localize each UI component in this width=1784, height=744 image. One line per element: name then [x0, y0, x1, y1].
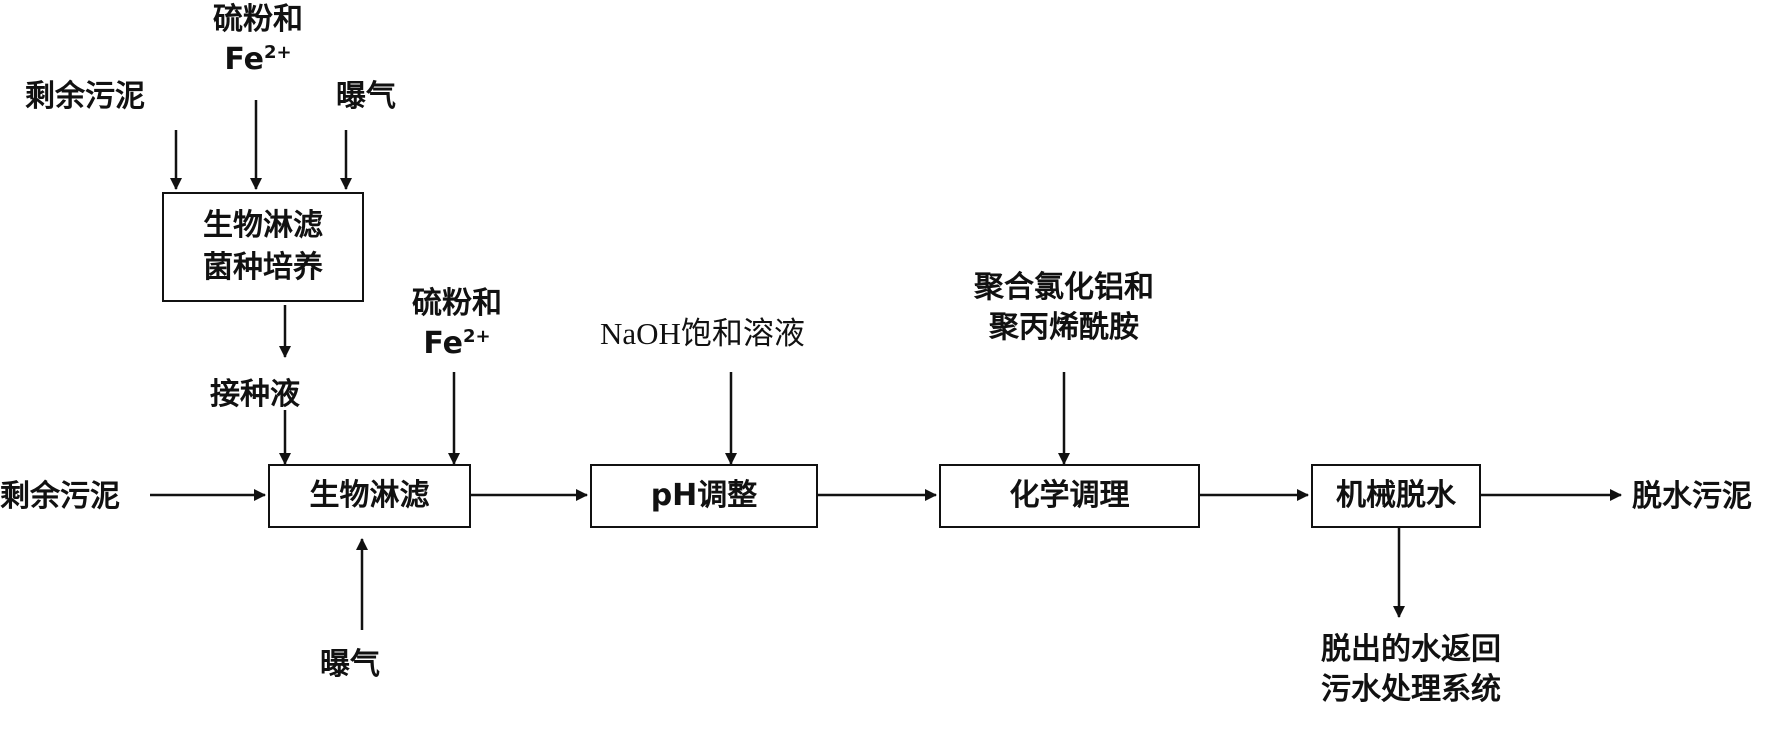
- sulfur-fe-mid-label: 硫粉和 Fe2+: [392, 284, 522, 364]
- aeration-bottom-label: 曝气: [320, 647, 380, 682]
- bioleach-box-label: 生物淋滤: [309, 478, 430, 513]
- sulfur-fe-top-sup: 2+: [264, 42, 292, 63]
- bioleach-box: 生物淋滤: [268, 464, 471, 528]
- sulfur-fe-top-line1: 硫粉和: [213, 2, 303, 37]
- culture-box-line1: 生物淋滤: [203, 208, 323, 243]
- culture-box-line2: 菌种培养: [203, 250, 323, 285]
- sulfur-fe-mid-line2: Fe2+: [392, 324, 522, 364]
- ph-adjust-box: pH调整: [590, 464, 818, 528]
- inoculum-label: 接种液: [210, 377, 300, 412]
- sulfur-fe-top-line2: Fe2+: [193, 40, 323, 80]
- sulfur-fe-top-label: 硫粉和 Fe2+: [193, 0, 323, 80]
- mech-dewater-box-label: 机械脱水: [1336, 478, 1456, 513]
- naoh-label: NaOH饱和溶液: [600, 316, 805, 351]
- coagulant-label: 聚合氯化铝和 聚丙烯酰胺: [948, 268, 1180, 348]
- chem-cond-box-label: 化学调理: [1009, 478, 1130, 513]
- sludge-main-label: 剩余污泥: [0, 479, 120, 514]
- sulfur-fe-mid-base: Fe: [423, 326, 463, 361]
- chem-cond-box: 化学调理: [939, 464, 1200, 528]
- sulfur-fe-mid-sup: 2+: [463, 326, 491, 347]
- return-water-line2: 污水处理系统: [1321, 672, 1501, 707]
- return-water-label: 脱出的水返回 污水处理系统: [1296, 630, 1526, 710]
- return-water-line1: 脱出的水返回: [1321, 632, 1501, 667]
- sulfur-fe-mid-line1: 硫粉和: [412, 286, 502, 321]
- aeration-top-label: 曝气: [336, 79, 396, 114]
- sludge-top-label: 剩余污泥: [25, 79, 145, 114]
- ph-adjust-box-label: pH调整: [650, 478, 758, 513]
- coagulant-line2: 聚丙烯酰胺: [989, 310, 1139, 345]
- dewatered-sludge-label: 脱水污泥: [1632, 479, 1752, 514]
- mech-dewater-box: 机械脱水: [1311, 464, 1481, 528]
- coagulant-line1: 聚合氯化铝和: [974, 270, 1154, 305]
- culture-box: 生物淋滤 菌种培养: [162, 192, 364, 302]
- sulfur-fe-top-base: Fe: [224, 42, 264, 77]
